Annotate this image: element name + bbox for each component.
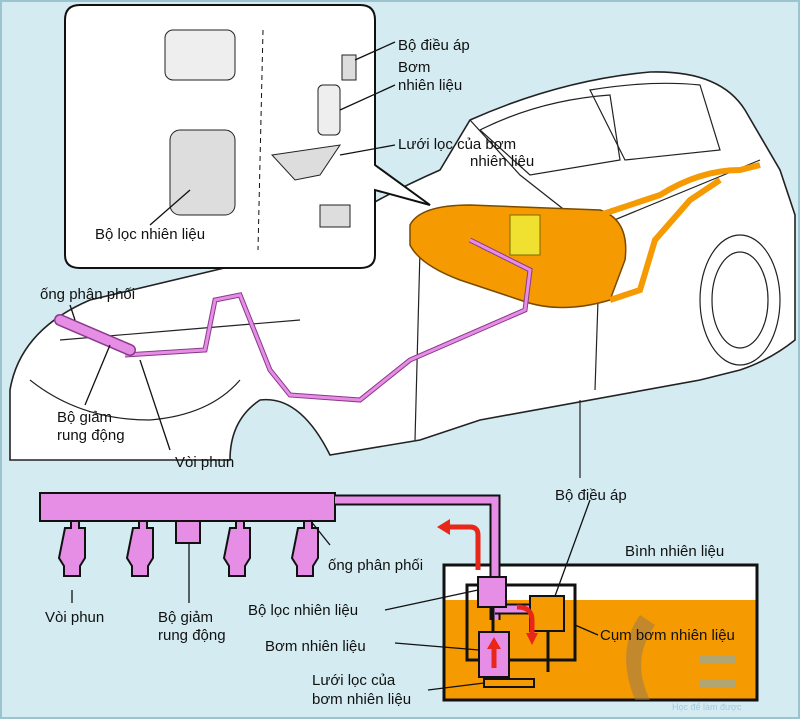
label-fuel-filter: Bộ lọc nhiên liệu [248,602,358,619]
injectors [57,520,319,577]
delivery-pipe [39,492,336,522]
label-fuel-pump-2: nhiên liệu [398,77,462,94]
label-pump-strainer: Lưới lọc của [312,672,396,689]
label-delivery-pipe: ống phân phối [328,557,423,574]
pulsation-damper [175,520,201,544]
label-delivery-pipe: ống phân phối [40,286,135,303]
label-pressure-regulator: Bộ điều áp [555,487,627,504]
flow-arrows [445,524,535,668]
label-pulsation-damper-2: rung động [57,427,125,444]
label-pump-assembly: Cụm bơm nhiên liệu [600,627,735,644]
label-injector: Vòi phun [175,454,234,471]
label-pump-strainer-2: bơm nhiên liệu [312,691,411,708]
label-pump-strainer: Lưới lọc của bơm [398,136,516,153]
label-pulsation-damper-2: rung động [158,627,226,644]
label-fuel-pump: Bơm [398,59,430,76]
label-pressure-regulator: Bộ điều áp [398,37,470,54]
schematic [0,478,800,719]
fuel-filter [477,576,507,608]
label-pump-strainer-2: nhiên liệu [470,153,534,170]
schematic-labels: Bộ điều áp Bình nhiên liệu ống phân phối… [45,487,735,708]
label-fuel-tank: Bình nhiên liệu [625,543,724,560]
label-fuel-filter: Bộ lọc nhiên liệu [95,226,205,243]
top-labels: Bộ điều áp Bơm nhiên liệu Lưới lọc của b… [40,37,534,471]
label-pulsation-damper: Bộ giảm [57,409,112,426]
label-pulsation-damper: Bộ giảm [158,609,213,626]
fuel-tank-illustration [409,162,761,309]
watermark-slogan: Học để làm được [672,702,742,712]
atc-logo-watermark: Học để làm được [626,615,742,712]
label-fuel-pump: Bơm nhiên liệu [265,638,366,655]
label-injector: Vòi phun [45,609,104,626]
fuel-line-illustration [54,237,533,403]
pressure-regulator [529,595,565,632]
pump-strainer [483,678,535,688]
fuel-tank [442,563,759,702]
